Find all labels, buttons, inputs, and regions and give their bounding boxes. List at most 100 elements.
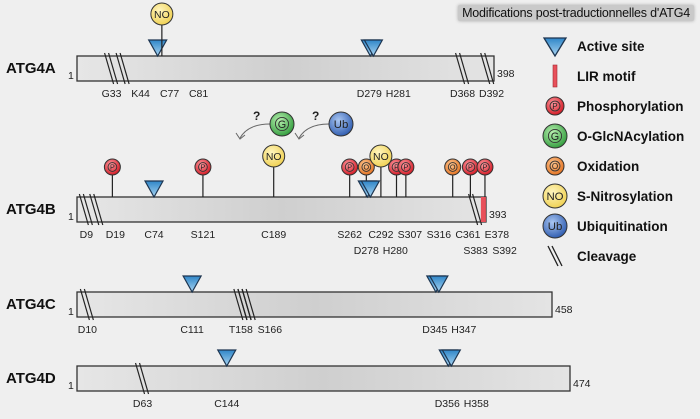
residue-label: C77 — [160, 88, 179, 100]
cleavage-line — [89, 193, 100, 226]
ptm-inner-ring — [344, 162, 355, 172]
ptm-circle — [476, 158, 494, 176]
cleavage-line — [454, 52, 466, 85]
active-site-icon — [147, 39, 168, 58]
legend-item-cleavage: Cleavage — [547, 245, 637, 267]
cleavage-line — [245, 288, 256, 321]
cleavage-line — [233, 288, 244, 321]
residue-label: C81 — [189, 88, 208, 100]
cleavage-icon — [115, 52, 130, 85]
residue-label: C144 — [214, 398, 239, 410]
legend-label: S-Nitrosylation — [577, 189, 673, 204]
ptm-symbol: Ub — [334, 119, 349, 131]
legend-label: Phosphorylation — [577, 99, 684, 114]
ptm-symbol: G — [551, 131, 559, 143]
ptm-symbol: P — [403, 163, 408, 172]
end-label: 474 — [573, 378, 591, 390]
legend-label: Ubiquitination — [577, 219, 668, 234]
ptm-inner-ring — [549, 160, 561, 172]
protein-bar — [76, 196, 487, 223]
residue-label: E378 — [485, 229, 510, 241]
start-label: 1 — [68, 211, 74, 223]
ubiquitination-icon: Ub — [542, 213, 568, 239]
cleavage-icon — [78, 193, 93, 226]
residue-label: D279 — [357, 88, 382, 100]
ptm-symbol: P — [394, 163, 399, 172]
active-site-icon — [542, 37, 568, 58]
cleavage-line — [79, 288, 90, 321]
ptm-symbol: P — [483, 163, 488, 172]
ptm-symbol: O — [450, 163, 456, 172]
cleavage-line — [138, 362, 150, 395]
cleavage-icon — [134, 362, 150, 395]
cleavage-line — [547, 245, 559, 267]
phosphorylation-icon: P — [461, 158, 479, 176]
phosphorylation-icon: P — [397, 158, 415, 176]
residue-label: H347 — [451, 324, 476, 336]
question-mark: ? — [312, 109, 319, 123]
ptm-circle — [542, 183, 568, 209]
residue-label: C189 — [261, 229, 286, 241]
ptm-circle — [545, 156, 565, 176]
cleavage-line — [237, 288, 248, 321]
cleavage-line — [103, 52, 115, 85]
residue-label: D356 — [435, 398, 460, 410]
phosphorylation-icon: P — [545, 96, 565, 116]
ptm-circle — [397, 158, 415, 176]
residue-label: H281 — [386, 88, 411, 100]
legend-label: Cleavage — [577, 249, 637, 264]
cleavage-line — [83, 288, 94, 321]
protein-bar — [76, 55, 495, 82]
cleavage-icon — [454, 52, 470, 85]
ptm-inner-ring — [447, 162, 458, 172]
cleavage-icon — [79, 288, 94, 321]
residue-label: S166 — [258, 324, 283, 336]
oxidation-icon: O — [545, 156, 565, 176]
start-label: 1 — [68, 70, 74, 82]
cleavage-icon — [547, 245, 563, 267]
legend-item-active-site: Active site — [542, 37, 645, 58]
start-label: 1 — [68, 306, 74, 318]
ptm-symbol: P — [347, 163, 352, 172]
ptm-inner-ring — [547, 128, 563, 144]
residue-label: S121 — [191, 229, 216, 241]
residue-label: H280 — [383, 245, 408, 257]
protein-name: ATG4D — [6, 370, 56, 387]
oxidation-icon: O — [444, 158, 462, 176]
end-label: 398 — [497, 68, 515, 80]
residue-label: S262 — [337, 229, 362, 241]
o-glcnacylation-icon: G — [542, 123, 568, 149]
ubiquitination-icon: Ub — [328, 111, 354, 137]
phosphorylation-icon: P — [476, 158, 494, 176]
cleavage-line — [82, 193, 93, 226]
ptm-inner-ring — [480, 162, 490, 172]
protein-name: ATG4A — [6, 60, 56, 77]
ptm-inner-ring — [549, 100, 561, 112]
end-label: 458 — [555, 304, 573, 316]
active-site-icon — [360, 180, 381, 199]
ptm-inner-ring — [274, 116, 290, 132]
ptm-inner-ring — [465, 162, 476, 172]
ptm-symbol: P — [201, 163, 206, 172]
question-mark: ? — [253, 109, 260, 123]
cleavage-line — [551, 245, 563, 267]
residue-label: D392 — [479, 88, 504, 100]
protein-name: ATG4B — [6, 201, 56, 218]
cleavage-line — [468, 193, 479, 226]
residue-label: D278 — [354, 245, 379, 257]
ptm-circle — [542, 213, 568, 239]
residue-label: G33 — [102, 88, 122, 100]
cleavage-line — [134, 362, 146, 395]
active-site-icon — [182, 275, 203, 294]
cleavage-icon — [241, 288, 256, 321]
residue-label: H358 — [464, 398, 489, 410]
cleavage-line — [484, 52, 495, 85]
residue-label: S383 — [463, 245, 488, 257]
ptm-circle — [328, 111, 354, 137]
residue-label: C361 — [455, 229, 480, 241]
ptm-circle — [341, 158, 359, 176]
